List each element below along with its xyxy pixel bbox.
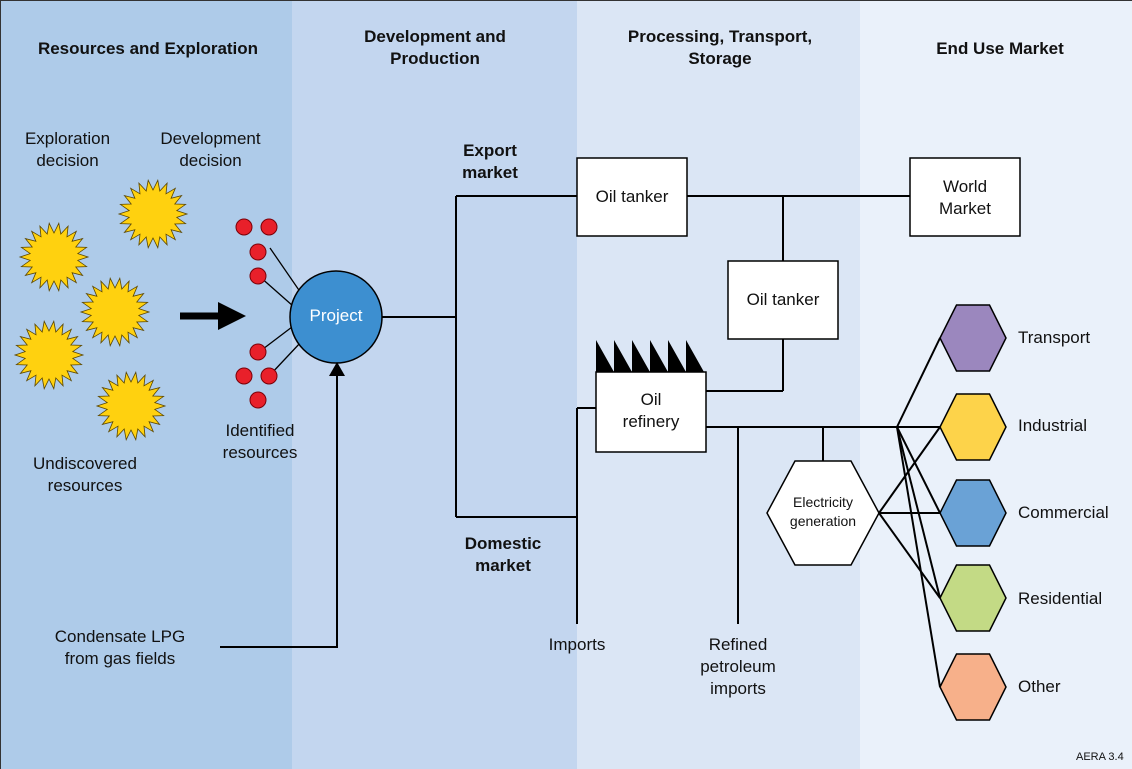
exploration-decision-label: Exploration decision <box>24 129 111 170</box>
band-end-use <box>860 0 1132 769</box>
sun-burst-icon <box>13 320 85 390</box>
domestic-market-label: Domestic market <box>464 534 542 575</box>
condensate-flow-line <box>220 372 338 648</box>
header-processing-transport: Processing, Transport, Storage <box>627 27 813 68</box>
identified-resources-label: Identified resources <box>222 421 298 462</box>
figure-id-label: AERA 3.4 <box>1076 751 1124 763</box>
electricity-generation-label: Electricity generation <box>789 494 857 529</box>
header-development-production: Development and Production <box>364 27 506 68</box>
end-use-hexagon-residential <box>939 564 1007 632</box>
undiscovered-resources-group <box>13 179 189 441</box>
condensate-lpg-label: Condensate LPG from gas fields <box>54 627 186 668</box>
undiscovered-resources-label: Undiscovered resources <box>33 454 137 495</box>
end-use-label-commercial: Commercial <box>1018 503 1109 522</box>
oil-tanker-1-box <box>576 157 688 237</box>
end-use-hexagon-transport <box>939 304 1007 372</box>
end-use-fan-lines <box>878 337 941 688</box>
condensate-arrow-head <box>329 362 345 376</box>
end-use-hexagon-other <box>939 653 1007 721</box>
development-decision-label: Development decision <box>160 129 261 170</box>
resource-dot <box>235 367 253 385</box>
export-market-label: Export market <box>462 141 518 182</box>
resource-dot <box>235 218 253 236</box>
oil-tanker-2-box <box>727 260 839 340</box>
resource-dot <box>260 367 278 385</box>
header-end-use-market: End Use Market <box>936 39 1064 58</box>
end-use-label-residential: Residential <box>1018 589 1103 608</box>
resource-dot <box>249 243 267 261</box>
world-market-label: World Market <box>939 177 991 218</box>
sun-burst-icon <box>95 371 167 441</box>
end-use-hexagons <box>939 304 1007 721</box>
oil-refinery-label: Oil refinery <box>622 390 680 431</box>
world-market-box <box>909 157 1021 237</box>
resource-dot <box>249 343 267 361</box>
end-use-label-other: Other <box>1018 677 1061 696</box>
electricity-generation-hexagon <box>766 460 880 566</box>
end-use-label-industrial: Industrial <box>1018 416 1087 435</box>
sun-burst-icon <box>18 222 90 292</box>
oil-tanker-2-label: Oil tanker <box>746 290 820 309</box>
end-use-hexagon-industrial <box>939 393 1007 461</box>
refined-petroleum-imports-label: Refined petroleum imports <box>700 635 776 698</box>
end-use-label-transport: Transport <box>1018 328 1091 347</box>
oil-refinery-box <box>595 371 707 453</box>
identified-resource-dots <box>235 218 278 409</box>
sun-burst-icon <box>79 277 151 347</box>
header-resources-exploration: Resources and Exploration <box>37 39 259 58</box>
oil-tanker-1-label: Oil tanker <box>595 187 669 206</box>
flow-lines <box>382 195 910 624</box>
refinery-roof-icon <box>596 340 704 372</box>
imports-label: Imports <box>548 635 606 654</box>
sun-burst-icon <box>117 179 189 249</box>
flow-arrow-head <box>218 302 246 330</box>
resource-dot <box>249 391 267 409</box>
end-use-hexagon-commercial <box>939 479 1007 547</box>
band-development <box>292 0 577 769</box>
resource-dot <box>249 267 267 285</box>
resource-dot <box>260 218 278 236</box>
project-label: Project <box>309 306 363 325</box>
